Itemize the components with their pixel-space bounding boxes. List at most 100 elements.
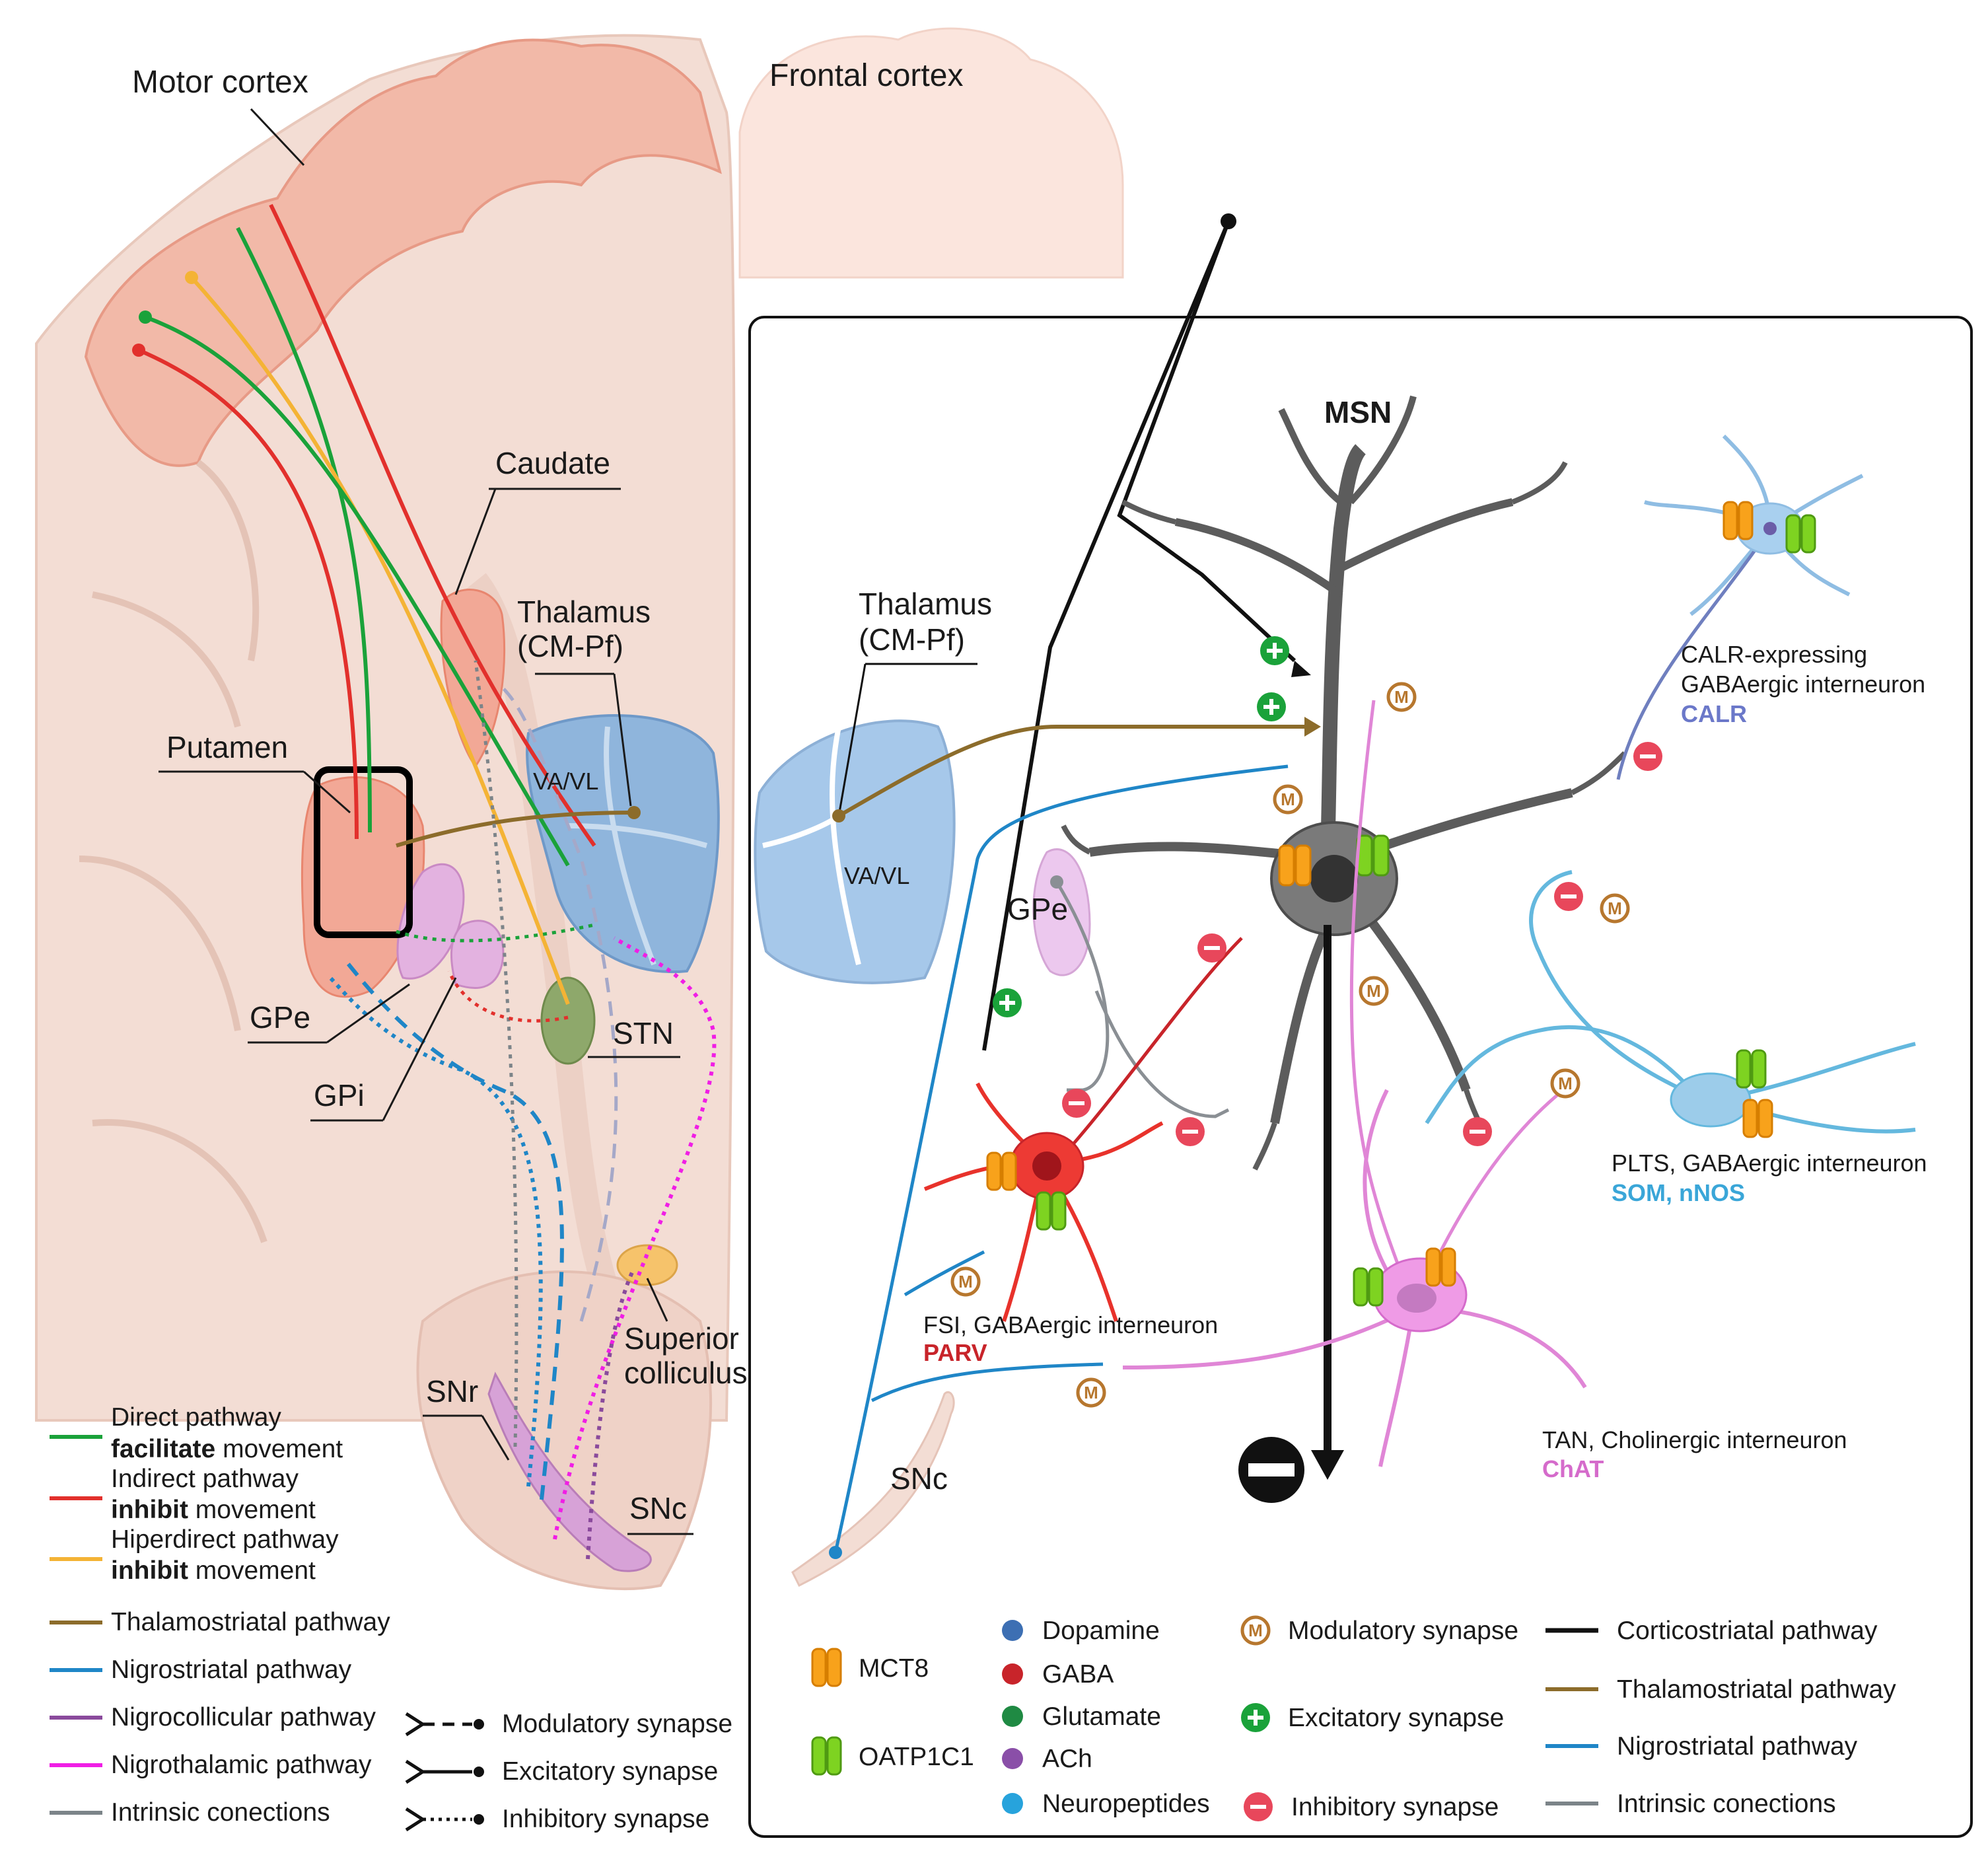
legend-excitatory-icon xyxy=(1241,1703,1270,1732)
thalamus-sub-label: (CM-Pf) xyxy=(517,629,623,663)
legend-inhibitory-icon xyxy=(1244,1792,1273,1821)
panel-thalamus xyxy=(754,719,956,984)
inhibitory-synapse-icon xyxy=(1197,933,1226,963)
svg-text:M: M xyxy=(1248,1621,1263,1640)
legend-neuropeptides-label: Neuropeptides xyxy=(1042,1790,1210,1818)
thalamus-node xyxy=(627,806,641,819)
panel-thalamus-sub-label: (CM-Pf) xyxy=(859,622,965,657)
panel-gpe-label: GPe xyxy=(1007,892,1068,926)
panel-thalamus-label: Thalamus xyxy=(859,587,992,621)
panel-thalamus-pointer xyxy=(837,663,867,817)
putamen-pointer xyxy=(303,770,351,814)
msn-output-arrow xyxy=(1311,1450,1344,1480)
superior-colliculus-pointer xyxy=(646,1278,668,1322)
msn-output-inhibitory-icon xyxy=(1238,1437,1304,1503)
gpi-label: GPi xyxy=(314,1078,365,1112)
vavl-label: VA/VL xyxy=(533,768,598,795)
thalamus-vavl xyxy=(526,713,720,974)
inhibitory-synapse-icon xyxy=(1554,882,1583,911)
msn-oatp1c1-transporter xyxy=(1356,834,1390,877)
legend-modulatory-synapse-label: Modulatory synapse xyxy=(1288,1617,1518,1645)
brain-section: Motor cortex Frontal cortex Caudate Thal… xyxy=(35,27,1124,1591)
legend-panel-intrinsic-label: Intrinsic conections xyxy=(1617,1790,1836,1818)
modulatory-synapse-icon: M xyxy=(1273,784,1303,815)
superior-colliculus-label: Superior xyxy=(624,1321,739,1356)
caudate-label: Caudate xyxy=(495,446,610,480)
sulcus xyxy=(195,460,260,661)
pathway-origin xyxy=(132,344,145,357)
panel-gpe-projection xyxy=(1094,990,1230,1118)
legend-excitatory-symbol xyxy=(405,1759,484,1784)
legend-hyperdirect-sub: inhibit movement xyxy=(111,1556,316,1585)
legend-mct8-icon xyxy=(811,1648,842,1687)
legend-excitatory-label: Excitatory synapse xyxy=(502,1757,718,1786)
calr-label-2: GABAergic interneuron xyxy=(1681,671,1925,698)
motor-cortex-pointer xyxy=(250,108,305,166)
svg-text:M: M xyxy=(1558,1074,1573,1093)
legend-indirect-label: Indirect pathway xyxy=(111,1465,299,1493)
panel-thalamostriatal-arrow xyxy=(1304,717,1321,737)
excitatory-synapse-icon xyxy=(993,988,1022,1017)
tan-marker: ChAT xyxy=(1542,1455,1604,1482)
nigrostriatal-dotted xyxy=(328,976,543,1487)
legend-modulatory-icon: M xyxy=(1240,1615,1271,1646)
legend-modulatory-label: Modulatory synapse xyxy=(502,1710,732,1738)
thalamus-pointer xyxy=(613,673,632,807)
sulcus xyxy=(92,1119,267,1243)
panel-nigrostriatal-line xyxy=(834,764,1289,1553)
thalamus-division xyxy=(567,823,708,848)
thalamus-label: Thalamus xyxy=(517,595,651,629)
tan-interneuron xyxy=(1122,700,1587,1467)
legend-panel-nigrostriatal-label: Nigrostriatal pathway xyxy=(1617,1732,1858,1761)
snr-label: SNr xyxy=(426,1374,478,1408)
indirect-pathway-line xyxy=(269,203,596,847)
modulatory-synapse-icon: M xyxy=(1386,682,1417,712)
sulcus xyxy=(92,591,241,728)
inhibitory-synapse-icon xyxy=(1463,1117,1492,1146)
superior-colliculus-label-2: colliculus xyxy=(624,1356,748,1390)
legend-direct-sub: facilitate movement xyxy=(111,1435,343,1463)
legend-inhibitory-label: Inhibitory synapse xyxy=(502,1805,709,1833)
legend-nigrocollicular-label: Nigrocollicular pathway xyxy=(111,1703,376,1731)
thalamus-division xyxy=(604,726,657,966)
msn-mct8-transporter xyxy=(1278,844,1312,887)
legend-glutamate-dot xyxy=(1002,1706,1023,1727)
modulatory-synapse-icon: M xyxy=(1076,1377,1106,1408)
legend-nigrothalamic-label: Nigrothalamic pathway xyxy=(111,1751,372,1779)
corticostriatal-line xyxy=(982,220,1230,1051)
stn-label: STN xyxy=(613,1016,674,1050)
fsi-label: FSI, GABAergic interneuron xyxy=(923,1311,1218,1338)
panel-snc xyxy=(791,1391,955,1587)
left-legend: Direct pathway facilitate movement Indir… xyxy=(50,1403,732,1833)
svg-text:M: M xyxy=(1394,687,1409,707)
panel-thalamus-node xyxy=(832,809,845,822)
legend-inhibitory-synapse-label: Inhibitory synapse xyxy=(1291,1793,1499,1821)
modulatory-synapse-icon: M xyxy=(1550,1068,1580,1099)
sulcus xyxy=(79,856,241,1031)
modulatory-synapse-icon: M xyxy=(1359,976,1389,1006)
legend-gaba-label: GABA xyxy=(1042,1660,1114,1689)
panel-legend: MCT8 OATP1C1 Dopamine GABA Glutamate ACh… xyxy=(811,1615,1896,1821)
legend-modulatory-symbol xyxy=(405,1712,484,1737)
legend-mct8-label: MCT8 xyxy=(859,1654,929,1683)
putamen-zoom-box[interactable] xyxy=(314,766,413,938)
panel-snc-node xyxy=(829,1546,842,1559)
legend-dopamine-label: Dopamine xyxy=(1042,1617,1160,1645)
inhibitory-synapse-icon xyxy=(1176,1117,1205,1146)
legend-oatp1c1-label: OATP1C1 xyxy=(859,1743,974,1771)
panel-thalamus-division xyxy=(830,726,861,965)
panel-thalamostriatal-line xyxy=(837,725,1304,818)
gpi-nucleus xyxy=(450,920,505,989)
excitatory-synapse-icon xyxy=(1257,692,1286,721)
legend-oatp1c1-icon xyxy=(811,1736,842,1776)
nigrostriatal-dashed xyxy=(341,957,564,1500)
inhibitory-synapse-icon xyxy=(1062,1089,1091,1118)
stn-nucleus xyxy=(540,976,596,1065)
inhibitory-synapse-icon xyxy=(1633,742,1662,771)
cortex-band xyxy=(84,38,722,467)
msn-label: MSN xyxy=(1324,395,1392,429)
fsi-marker: PARV xyxy=(923,1339,987,1366)
legend-panel-thalamostriatal-label: Thalamostriatal pathway xyxy=(1617,1675,1896,1704)
calr-label: CALR-expressing xyxy=(1681,641,1867,668)
